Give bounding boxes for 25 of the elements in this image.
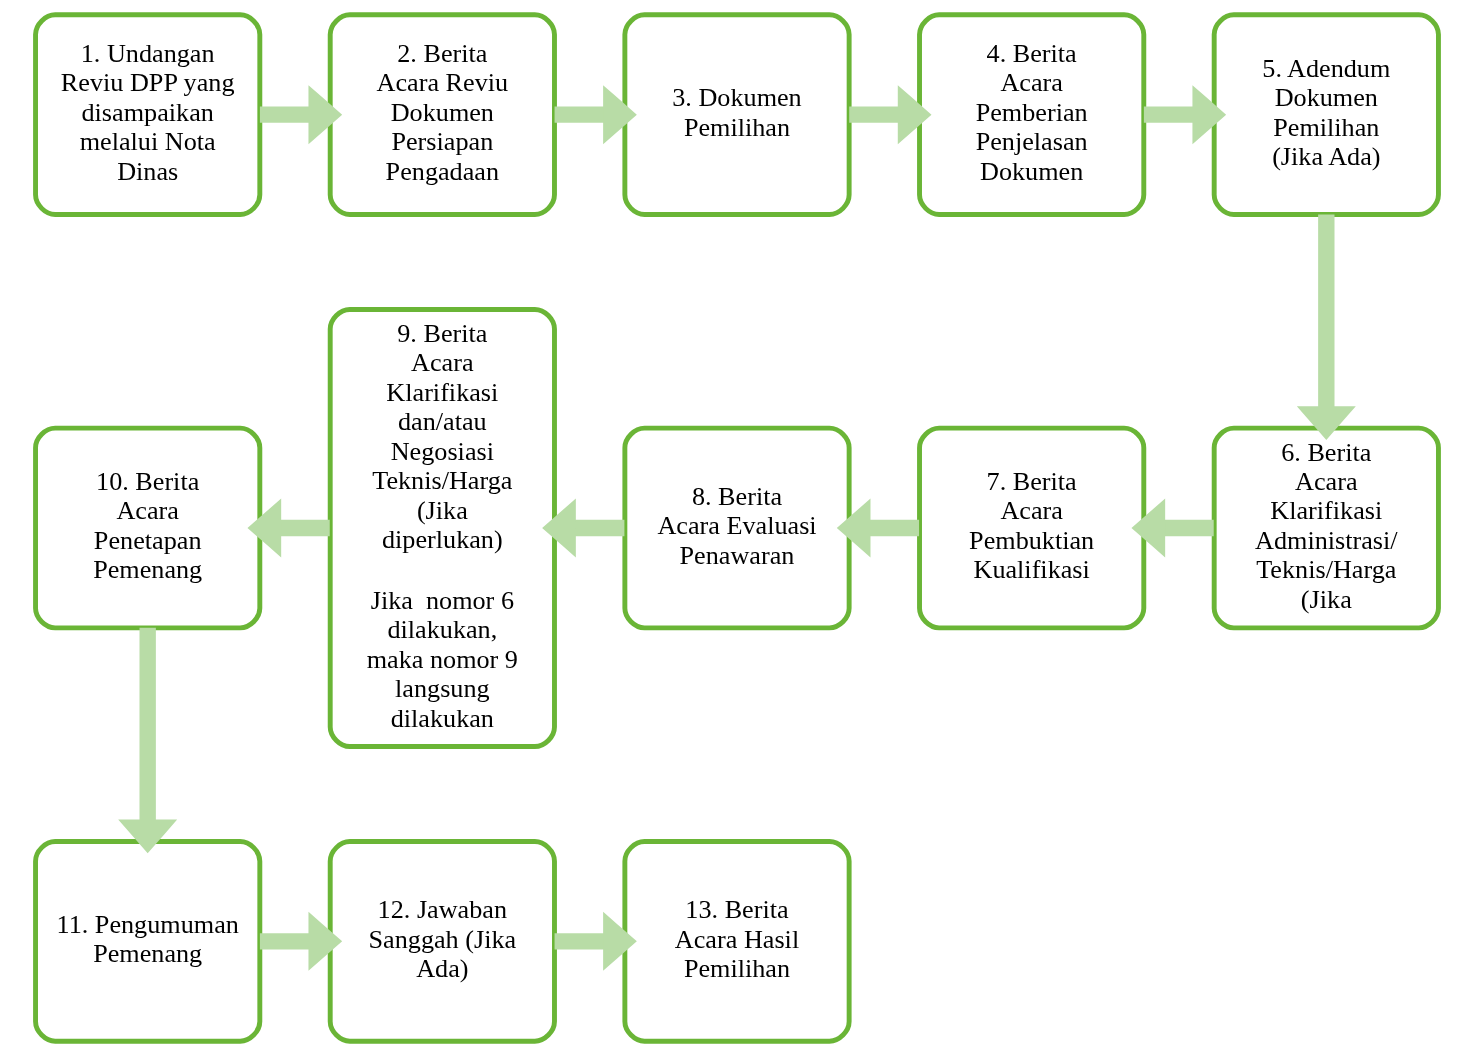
arrow [542, 498, 625, 558]
node-box: 9. Berita Acara Klarifikasi dan/atau Negosiasi Teknis/Harga (Jika diperlukan) Jika nomor 6 dilakukan, maka nomor 9 langsung dilakukan [327, 307, 557, 749]
node-box: 10. Berita Acara Penetapan Pemenang [33, 425, 263, 631]
arrow [554, 911, 637, 971]
arrow [1131, 498, 1214, 558]
node-box: 5. Adendum Dokumen Pemilihan (Jika Ada) [1211, 12, 1441, 217]
node-box: 6. Berita Acara Klarifikasi Administrasi/ Teknis/Harga (Jika [1211, 425, 1441, 631]
arrow [1143, 85, 1227, 145]
node-box: 7. Berita Acara Pembuktian Kualifikasi [917, 425, 1147, 631]
arrow [118, 627, 178, 854]
node-box: 8. Berita Acara Evaluasi Penawaran [622, 425, 852, 631]
node-box: 2. Berita Acara Reviu Dokumen Persiapan Pengadaan [327, 12, 557, 217]
arrow [836, 498, 920, 558]
arrow [849, 85, 932, 145]
arrow [247, 498, 330, 558]
node-box: 3. Dokumen Pemilihan [622, 12, 852, 217]
arrow [554, 85, 637, 145]
node-box: 13. Berita Acara Hasil Pemilihan [622, 839, 852, 1044]
arrow [259, 85, 343, 145]
node-box: 4. Berita Acara Pemberian Penjelasan Dokumen [917, 12, 1147, 217]
node-box: 1. Undangan Reviu DPP yang disampaikan melalui Nota Dinas [33, 12, 263, 217]
arrow [1296, 214, 1356, 440]
arrow [259, 911, 343, 971]
node-box: 11. Pengumuman Pemenang [33, 839, 263, 1044]
node-box: 12. Jawaban Sanggah (Jika Ada) [327, 839, 557, 1044]
